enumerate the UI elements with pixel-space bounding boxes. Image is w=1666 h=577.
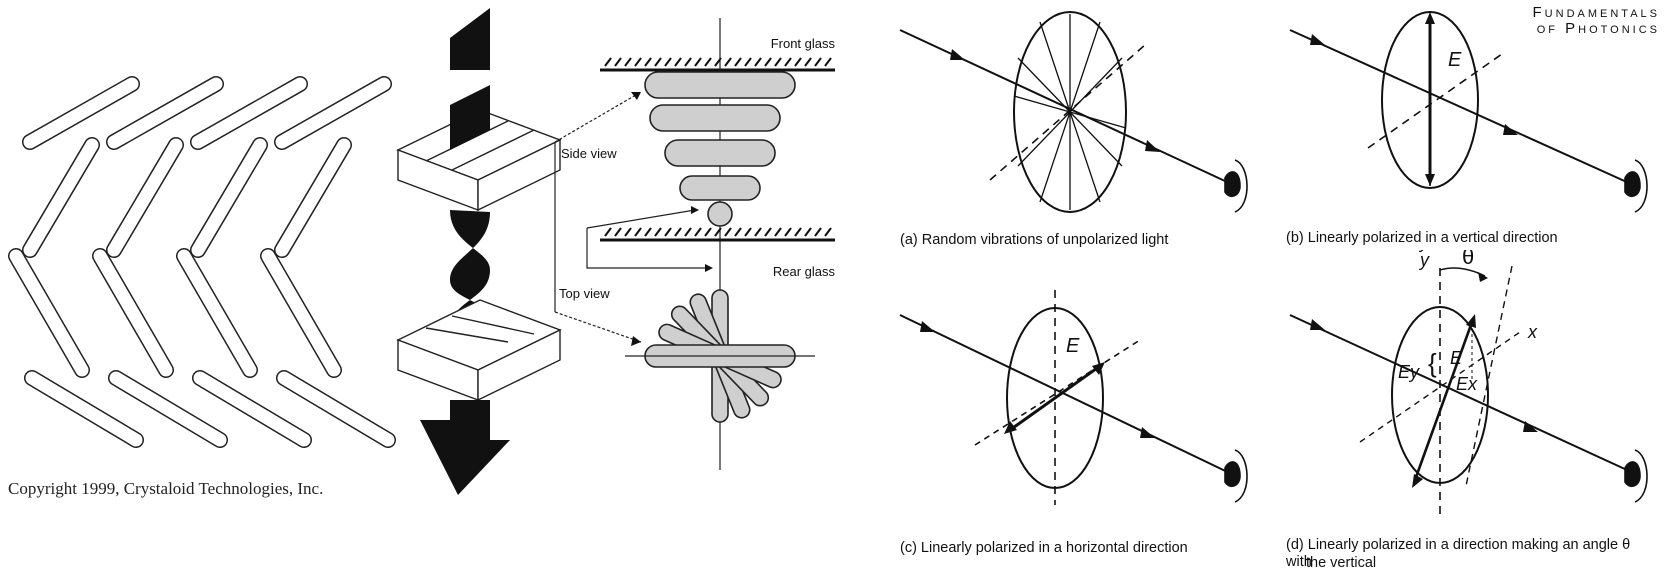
lc-molecule-row-1 — [22, 76, 392, 150]
polarization-diagram-b: E — [1289, 11, 1648, 213]
svg-text:Ey: Ey — [1398, 362, 1420, 382]
eye-icon — [1224, 159, 1248, 213]
front-glass-label: Front glass — [771, 36, 836, 51]
brand-line-1: Fundamentals — [1532, 4, 1660, 21]
svg-text:y: y — [1418, 250, 1430, 270]
svg-text:y: y — [1418, 250, 1430, 252]
lc-molecule-row-3 — [8, 248, 342, 378]
svg-text:x: x — [1527, 322, 1538, 342]
lc-cell-views-diagram: Front glass Rear glass — [554, 18, 836, 470]
side-view-molecules — [644, 71, 796, 227]
polarization-diagram-a — [899, 11, 1248, 213]
eye-icon — [1624, 159, 1648, 213]
svg-text:E: E — [1450, 348, 1463, 368]
rear-glass-label: Rear glass — [773, 264, 836, 279]
lc-molecule-row-2 — [22, 137, 352, 258]
light-direction-arrow — [420, 400, 510, 495]
lower-polarizer-box — [396, 299, 562, 402]
twisted-ribbon — [450, 210, 490, 330]
caption-d: (d) Linearly polarized in a direction ma… — [1286, 537, 1656, 571]
caption-d-line1: (d) Linearly polarized in a direction ma… — [1286, 537, 1631, 570]
polarization-diagram-d: θ y y x E Ey Ex { — [1289, 250, 1648, 518]
svg-text:{: { — [1428, 348, 1437, 378]
copyright-text: Copyright 1999, Crystaloid Technologies,… — [8, 479, 324, 498]
svg-text:Ex: Ex — [1456, 374, 1478, 394]
upper-polarizer-box — [396, 109, 562, 212]
svg-text:E: E — [1066, 335, 1080, 357]
svg-text:E: E — [1448, 49, 1462, 71]
rear-glass-hatch — [600, 227, 835, 242]
brand-line-2: of Photonics — [1536, 20, 1660, 37]
caption-d-line2: the vertical — [1306, 555, 1377, 571]
front-glass-hatch — [600, 57, 835, 72]
polarization-diagram-c: E — [899, 290, 1248, 505]
lc-molecule-row-4 — [24, 370, 396, 448]
side-view-label: Side view — [561, 146, 617, 161]
caption-c: (c) Linearly polarized in a horizontal d… — [900, 540, 1188, 556]
eye-icon — [1624, 449, 1648, 503]
twisted-light-diagram — [396, 8, 562, 495]
caption-b: (b) Linearly polarized in a vertical dir… — [1286, 230, 1558, 246]
svg-text:θ: θ — [1462, 250, 1474, 269]
liquid-crystal-molecules-diagram — [8, 76, 396, 448]
top-view-label: Top view — [559, 286, 610, 301]
caption-a: (a) Random vibrations of unpolarized lig… — [900, 232, 1169, 248]
eye-icon — [1224, 449, 1248, 503]
light-ribbon-top — [450, 8, 490, 70]
brand-logo-text: Fundamentals of Photonics — [1533, 5, 1660, 37]
